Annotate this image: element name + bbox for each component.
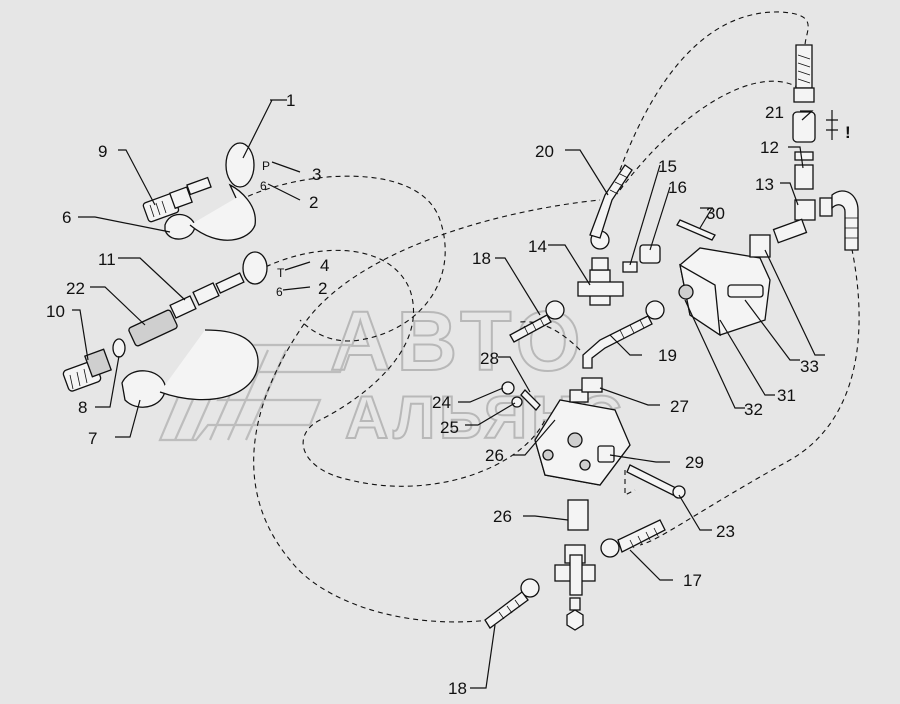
seal-12	[794, 151, 814, 161]
adapter-15	[622, 261, 638, 273]
hose-20	[589, 164, 633, 239]
hose-lines	[239, 11, 860, 623]
callout-6: 6	[62, 208, 71, 227]
callout-23: 23	[716, 522, 735, 541]
callout-31: 31	[777, 386, 796, 405]
callout-3: 3	[312, 165, 321, 184]
callout-32: 32	[744, 400, 763, 419]
pump-31	[676, 219, 771, 337]
callout-24: 24	[432, 393, 451, 412]
callout-15: 15	[658, 157, 677, 176]
port-marks: P 6 T 6	[260, 159, 285, 299]
callout-1: 1	[286, 91, 295, 110]
callout-27: 27	[670, 397, 689, 416]
nut-12	[794, 164, 814, 190]
nut-24	[501, 381, 515, 395]
hose-19	[582, 300, 665, 369]
elbow-hose	[831, 190, 859, 251]
upper-tee-assembly	[509, 164, 665, 369]
callout-20: 20	[535, 142, 554, 161]
callout-11: 11	[98, 250, 116, 269]
callout-21: 21	[765, 103, 784, 122]
dust-cap-7	[121, 329, 259, 408]
callout-18a: 18	[472, 249, 491, 268]
callout-18b: 18	[448, 679, 467, 698]
fasteners	[501, 381, 686, 499]
retaining-ring	[242, 251, 268, 285]
callout-7: 7	[88, 429, 97, 448]
leader-lines	[72, 99, 825, 689]
callout-13: 13	[755, 175, 774, 194]
seal-ring-8	[112, 338, 126, 358]
quick-coupler-10	[62, 348, 112, 392]
valve-21	[792, 111, 816, 143]
coupler-adapter-22	[128, 272, 245, 347]
tee-13	[794, 199, 816, 221]
callout-26a: 26	[485, 446, 504, 465]
bolt-30	[676, 219, 716, 241]
callout-16: 16	[668, 178, 687, 197]
callout-26b: 26	[493, 507, 512, 526]
left-coupler-assembly	[62, 142, 268, 408]
port-mark-six-b: 6	[276, 285, 283, 299]
port-mark-six-a: 6	[260, 179, 267, 193]
port-mark-p: P	[262, 159, 270, 173]
callout-8: 8	[78, 398, 87, 417]
callout-10: 10	[46, 302, 65, 321]
callout-4: 4	[320, 256, 329, 275]
washer-25	[511, 396, 523, 408]
callout-25: 25	[440, 418, 459, 437]
warning-mark: !	[845, 123, 851, 142]
callout-9: 9	[98, 142, 107, 161]
callout-2a: 2	[309, 193, 318, 212]
cap-16	[639, 244, 661, 264]
callout-2b: 2	[318, 279, 327, 298]
hose-18-upper	[509, 300, 565, 343]
flange-33	[749, 234, 771, 258]
callout-33: 33	[800, 357, 819, 376]
pin-28	[520, 389, 541, 411]
callout-22: 22	[66, 279, 85, 298]
hose-17	[600, 519, 666, 558]
callout-12: 12	[760, 138, 779, 157]
retaining-ring	[225, 142, 255, 188]
pressure-line-assembly: !	[772, 44, 859, 251]
watermark-line-1: АВТО	[330, 294, 587, 388]
callout-19: 19	[658, 346, 677, 365]
callout-17: 17	[683, 571, 702, 590]
hose-18-lower	[484, 578, 540, 629]
callout-30: 30	[706, 204, 725, 223]
callout-29: 29	[685, 453, 704, 472]
control-valve-block	[534, 377, 631, 486]
dust-cap-6	[164, 183, 256, 241]
port-mark-t: T	[277, 266, 285, 280]
lower-tee-assembly	[484, 499, 666, 631]
callout-14: 14	[528, 237, 547, 256]
callout-numbers: 1 3 2 4 2 6 7 8 9 10 11 22 20 14 15 16 1…	[46, 91, 819, 698]
callout-28: 28	[480, 349, 499, 368]
